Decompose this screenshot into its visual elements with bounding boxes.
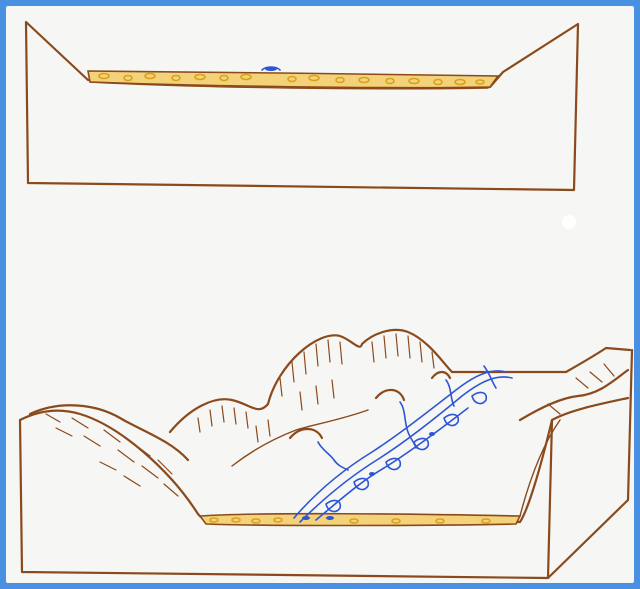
block-right-lower-slope <box>519 419 561 517</box>
block-left-slope-ridge <box>28 404 190 462</box>
block-tributaries <box>317 365 497 471</box>
cross-section-gravel-layer <box>87 70 500 89</box>
block-braided-river <box>293 370 513 523</box>
block-spur-2 <box>374 388 406 402</box>
cross-section-outline <box>24 20 580 192</box>
block-right-slope <box>518 368 630 422</box>
block-outline <box>18 348 634 580</box>
valley-block-diagram <box>18 328 634 580</box>
block-front-rim <box>18 396 630 524</box>
block-right-slope-hachures <box>547 363 615 415</box>
cross-section-water <box>265 67 277 71</box>
block-left-slope-hachures <box>45 413 179 497</box>
block-far-hills <box>168 328 454 434</box>
valley-cross-section <box>24 20 580 192</box>
block-right-bank <box>450 346 632 374</box>
block-valley-alluvium <box>198 512 522 527</box>
block-alluvium-pebbles <box>209 517 491 524</box>
valley-sketch <box>18 20 634 580</box>
cross-section-pebbles <box>98 72 485 86</box>
block-hill-base <box>231 409 369 467</box>
block-hill-hachures <box>197 333 435 443</box>
block-spur-3 <box>430 370 452 380</box>
block-spur-1 <box>288 427 324 440</box>
paper-highlight <box>562 215 576 229</box>
drawing-paper <box>6 6 634 583</box>
